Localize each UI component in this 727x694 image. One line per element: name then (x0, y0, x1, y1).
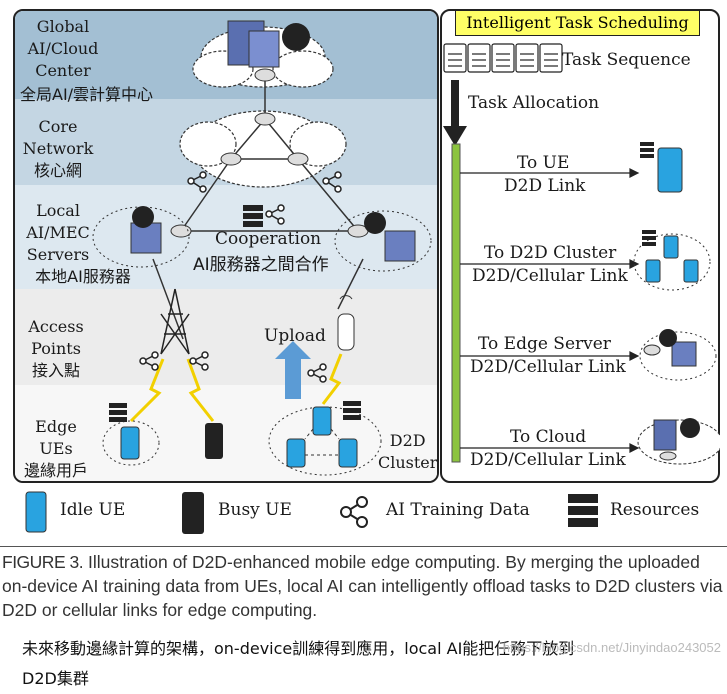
router-icon (170, 68, 369, 238)
access-point-icon (337, 295, 355, 351)
target-edge-server-icon (639, 329, 717, 381)
cell-tower-icon (160, 288, 190, 355)
legend-idle-ue: Idle UE (60, 500, 126, 520)
layer-label-edge: Edge UEs 邊緣用戶 (23, 417, 88, 480)
cooperation-label-zh: AI服務器之間合作 (193, 255, 329, 275)
local-server-boundary (334, 210, 432, 272)
cooperation-label: Cooperation (215, 229, 322, 249)
busy-ue-legend-icon (182, 492, 204, 534)
figure-caption: FIGURE 3. Illustration of D2D-enhanced m… (0, 550, 724, 622)
target-title: To Cloud (510, 427, 587, 447)
layer-label-global: Global AI/Cloud Center (27, 17, 99, 80)
idle-ue-legend-icon (25, 491, 47, 533)
layer-label-core: Core Network 核心網 (22, 117, 94, 180)
watermark: https://blog.csdn.net/Jinyindao243052 (502, 640, 721, 655)
target-title: To Edge Server (478, 334, 611, 354)
target-ue-icon (640, 142, 683, 193)
ai-training-data-icon (139, 171, 342, 383)
upload-label: Upload (264, 326, 326, 346)
left-panel (13, 9, 439, 483)
resources-icon (243, 205, 263, 227)
target-title: To UE (517, 153, 570, 173)
task-sequence-label: Task Sequence (562, 50, 691, 70)
allocation-bar (451, 143, 461, 463)
busy-ue-icon (205, 423, 223, 459)
figure-caption-text: Illustration of D2D-enhanced mobile edge… (2, 552, 723, 620)
band-access (15, 289, 437, 385)
target-link: D2D Link (504, 176, 586, 196)
task-allocation-label: Task Allocation (468, 93, 600, 113)
task-sequence-icon (443, 43, 563, 73)
resources-icon (109, 403, 127, 422)
scheduling-title: Intelligent Task Scheduling (455, 10, 700, 36)
resources-icon (343, 401, 361, 420)
legend-resources: Resources (610, 500, 700, 520)
layer-label-access: Access Points 接入點 (28, 317, 84, 380)
legend-icons (25, 491, 598, 534)
idle-ue-icon (120, 426, 140, 460)
target-title: To D2D Cluster (484, 243, 617, 263)
edge-ue-boundary (102, 420, 160, 466)
target-link: D2D/Cellular Link (470, 357, 626, 377)
task-allocation-arrow (443, 80, 467, 146)
scheduling-diagram (443, 43, 720, 465)
cloud-server-icon (227, 20, 310, 68)
d2d-cluster-label: D2D Cluster (378, 431, 438, 472)
layer-label-global-zh: 全局AI/雲計算中心 (20, 85, 154, 104)
caption-divider (0, 546, 727, 547)
target-link: D2D/Cellular Link (472, 266, 628, 286)
target-link: D2D/Cellular Link (470, 450, 626, 470)
resources-legend-icon (568, 494, 598, 527)
d2d-cluster-boundary (268, 406, 382, 476)
layer-label-local: Local AI/MEC Servers 本地AI服務器 (26, 201, 131, 286)
wireless-link-icon (129, 353, 343, 423)
target-cloud-icon (637, 418, 720, 465)
figure-label: FIGURE 3. (2, 552, 84, 572)
legend-busy-ue: Busy UE (218, 500, 292, 520)
figure-caption-zh: 未來移動邊緣計算的架構，on-device訓練得到應用，local AI能把任務… (22, 639, 575, 688)
target-d2d-cluster-icon (633, 230, 711, 291)
upload-arrow-icon (275, 341, 311, 399)
legend-ai-training-data: AI Training Data (386, 500, 530, 520)
network-diagram (92, 20, 432, 476)
band-edge (15, 385, 437, 481)
d2d-cluster-phones (286, 406, 358, 468)
ai-training-data-legend-icon (340, 496, 368, 528)
band-local (15, 185, 437, 289)
mec-server-icon (130, 206, 416, 262)
